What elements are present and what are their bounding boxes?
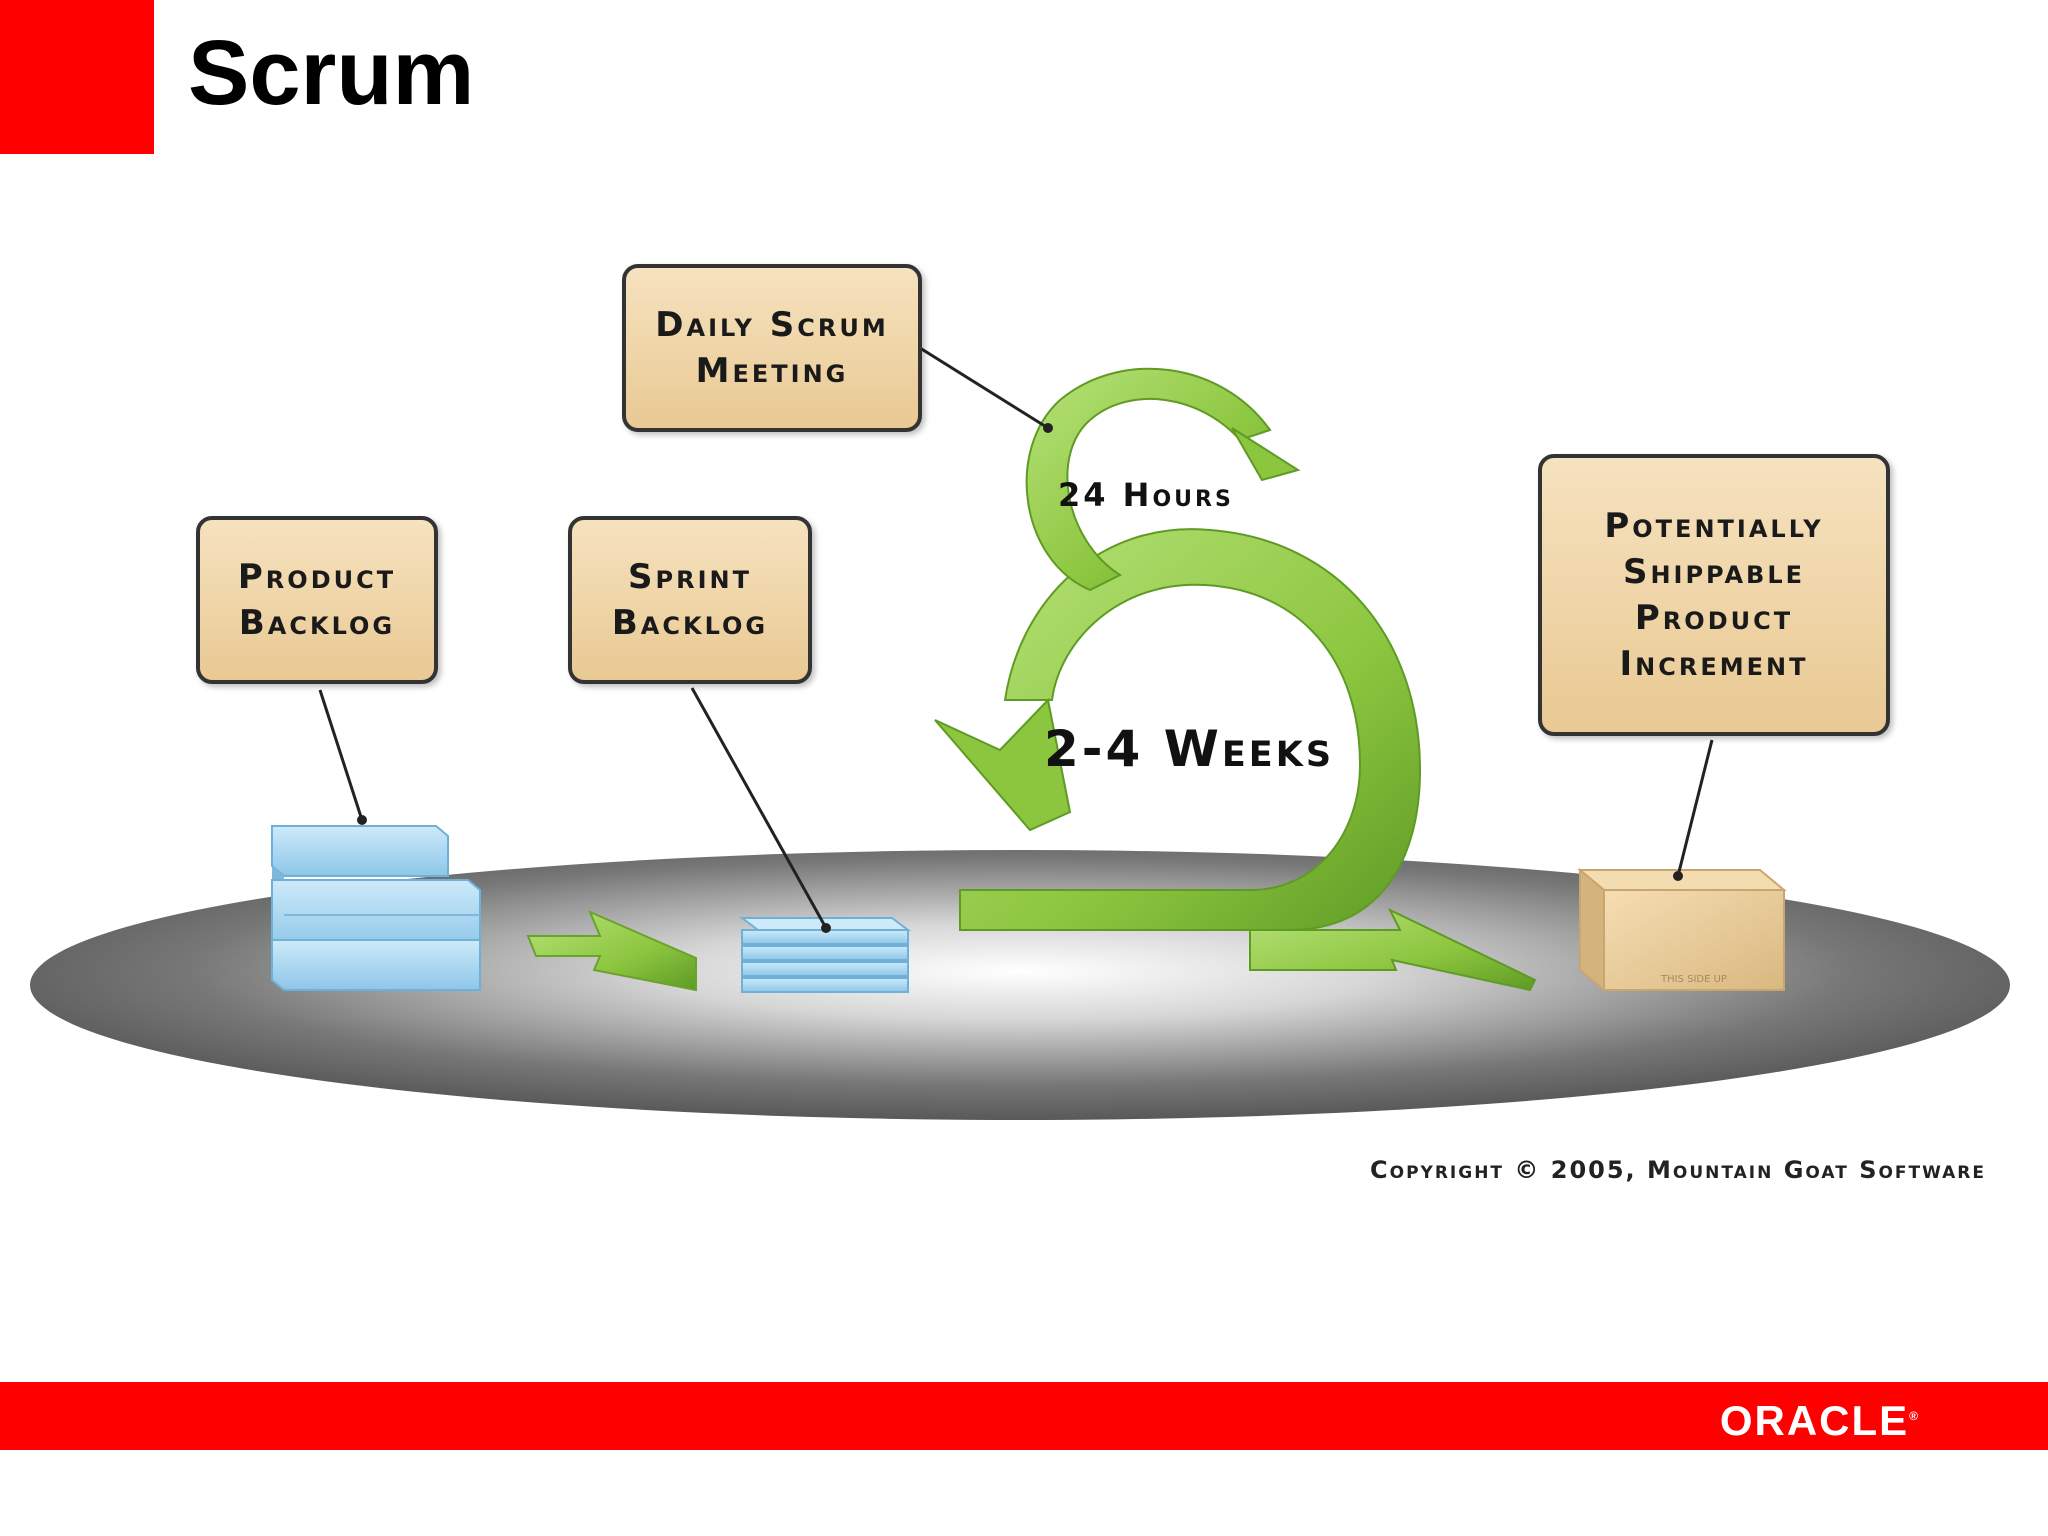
product-backlog-line-1: Product	[237, 557, 397, 597]
product-backlog-stack-icon	[271, 825, 481, 991]
increment-callout: Potentially Shippable Product Increment	[1538, 454, 1890, 736]
sprint-loop-arrow-icon	[959, 528, 1422, 931]
daily-loop-arrowhead-icon	[1231, 427, 1301, 482]
sprint-backlog-line-2: Backlog	[611, 603, 769, 643]
platform-ellipse	[30, 850, 2010, 1120]
sprint-loop-arrowhead-icon	[934, 697, 1072, 832]
oracle-logo-text: ORACLE	[1719, 1397, 1910, 1444]
increment-arrow-icon	[1249, 907, 1537, 992]
box-marking: THIS SIDE UP	[1660, 974, 1727, 985]
backlog-arrow-icon	[526, 910, 697, 992]
increment-line-2: Shippable	[1622, 552, 1806, 592]
increment-line-3: Product	[1634, 598, 1794, 638]
leader-increment	[1676, 739, 1714, 877]
leader-lines	[318, 346, 1714, 929]
daily-scrum-line-2: Meeting	[695, 351, 849, 391]
product-backlog-line-2: Backlog	[238, 603, 396, 643]
cycle-long-label: 2-4 Weeks	[1044, 720, 1335, 778]
copyright-notice: Copyright © 2005, Mountain Goat Software	[1370, 1156, 1986, 1184]
leader-daily-scrum	[919, 346, 1049, 430]
footer-bar	[0, 1382, 2048, 1450]
cycle-short-label: 24 Hours	[1058, 476, 1234, 514]
product-backlog-callout: Product Backlog	[196, 516, 438, 684]
leader-product-backlog	[318, 689, 364, 821]
shipping-box-icon: THIS SIDE UP	[1577, 867, 1787, 993]
oracle-logo: ORACLE®	[1719, 1397, 1918, 1444]
increment-line-1: Potentially	[1604, 506, 1824, 546]
daily-scrum-line-1: Daily Scrum	[655, 305, 889, 345]
slide-title: Scrum	[188, 22, 475, 124]
daily-scrum-callout: Daily Scrum Meeting	[622, 264, 922, 432]
leader-sprint-backlog	[690, 687, 828, 929]
daily-loop-arrow-icon	[1025, 367, 1272, 592]
increment-line-4: Increment	[1619, 644, 1809, 684]
sprint-backlog-stack-icon	[739, 917, 911, 993]
corner-accent	[0, 0, 154, 154]
sprint-backlog-callout: Sprint Backlog	[568, 516, 812, 684]
sprint-backlog-line-1: Sprint	[628, 557, 752, 597]
